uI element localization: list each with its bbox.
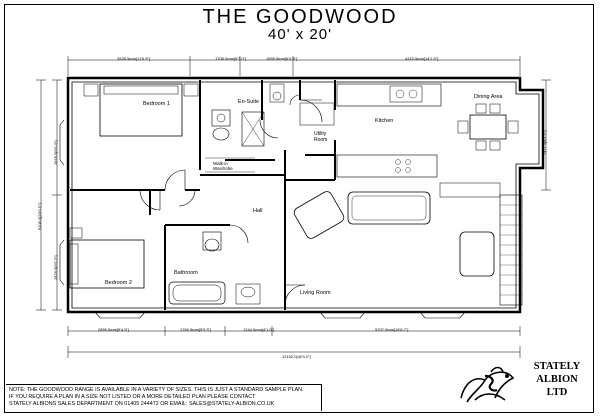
drawing-frame — [4, 4, 594, 413]
dim-overall-length: 12192.0[40'0.0"] — [282, 354, 311, 359]
room-hall: Hall — [253, 208, 263, 214]
dim-bottom-4: 5707.0mm[18'8.7"] — [375, 327, 409, 332]
note-line-1: Note: The Goodwood range is available in… — [9, 387, 304, 393]
room-walk-in-wardrobe: Walk-in Wardrobe — [213, 161, 233, 171]
room-bathroom: Bathroom — [174, 270, 198, 276]
room-ensuite: En-Suite — [238, 99, 260, 105]
brand-line-2: ALBION — [536, 374, 578, 385]
plan-note: Note: The Goodwood range is available in… — [6, 384, 322, 411]
room-dining-area: Dining Area — [474, 94, 503, 100]
room-bedroom-2: Bedroom 2 — [105, 280, 132, 286]
room-living-room: Living Room — [300, 290, 331, 296]
plan-title: THE GOODWOOD — [202, 6, 398, 28]
dim-overall-width: 6108.0[20'0.5"] — [37, 203, 42, 230]
dimension-lines — [36, 56, 551, 358]
dim-left-lower: 2878.5[9'5.3"] — [53, 255, 58, 280]
note-line-3: Stately Albions sales department on 0140… — [9, 401, 275, 407]
brand-line-1: STATELY — [533, 361, 581, 372]
room-utility: Utility Room — [314, 131, 328, 143]
dim-right: 2477.5[8'1.5"] — [542, 130, 547, 155]
brand-name: STATELY ALBION LTD — [522, 360, 592, 399]
stately-albion-logo-icon — [460, 366, 515, 403]
room-bedroom-1: Bedroom 1 — [143, 101, 170, 107]
dim-left-upper: 2878.5[9'5.3"] — [53, 140, 58, 165]
brand-line-3: LTD — [546, 387, 568, 398]
dim-top-4: 4315.5mm[14'1.9"] — [405, 56, 439, 61]
dim-top-2: 1708.0mm[5'7.0"] — [215, 56, 247, 61]
note-line-2: If you require a plan in a size not list… — [9, 394, 256, 400]
dim-bottom-3: 1244.5mm[4'1.0"] — [243, 327, 275, 332]
dim-bottom-1: 2859.5mm[9'4.5"] — [98, 327, 130, 332]
dim-top-1: 3528.5mm[11'6.9"] — [117, 56, 151, 61]
dim-bottom-2: 1760.5mm[5'9.3"] — [180, 327, 212, 332]
dim-top-3: 1855.5mm[6'0.9"] — [266, 56, 298, 61]
plan-size: 40' x 20' — [268, 26, 332, 43]
room-kitchen: Kitchen — [375, 118, 394, 124]
